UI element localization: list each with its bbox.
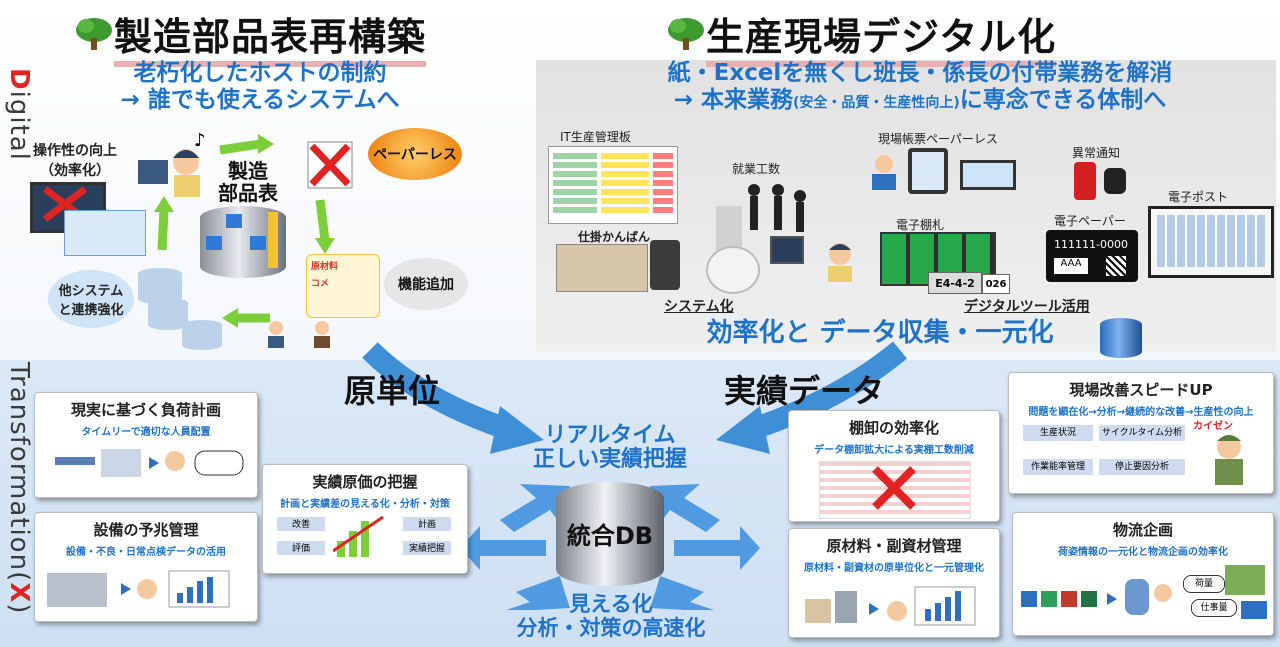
actual-data-label: 実績データ (724, 372, 885, 410)
small-db-icon (182, 320, 222, 350)
work-hours-label: 就業工数 (732, 162, 781, 176)
kanban-image (556, 244, 648, 292)
worker-headset-icon (828, 243, 852, 282)
data-db-icon (1100, 318, 1142, 358)
scanner-icon (650, 240, 680, 290)
new-screen-icon (64, 210, 146, 256)
big-flow-arrows (362, 341, 908, 454)
inventory-cross-icon (872, 466, 916, 510)
kaizen-worker-icon (1215, 435, 1243, 485)
bom-block (250, 236, 266, 250)
worker-tablet-icon (872, 155, 896, 190)
cost-card: 実績原価の把握 計画と実績差の見える化・分析・対策 改善 計画 評価 実績把握 (262, 464, 468, 574)
integrated-db-icon (556, 482, 664, 586)
e-post-monitor (1148, 206, 1274, 278)
smartwatch-icon (1104, 168, 1126, 194)
predictive-card: 設備の予兆管理 設備・不良・日常点検データの活用 (34, 512, 258, 622)
tablet-device-icon (908, 148, 948, 194)
small-db-icon (148, 298, 188, 330)
alert-phone-icon (1074, 162, 1096, 200)
bom-side-bar (268, 212, 278, 268)
digital-tool-label: デジタルツール活用 (964, 299, 1090, 315)
system-label: システム化 (664, 299, 734, 315)
cycle-arrows (154, 134, 335, 328)
shelf-number: 026 (982, 274, 1010, 294)
load-plan-card: 現実に基づく負荷計画 タイムリーで適切な人員配置 (34, 392, 258, 498)
e-paper-label: 電子ペーパー (1054, 214, 1126, 228)
efficiency-label: 効率化と データ収集・一元化 (706, 318, 1054, 348)
laptop-icon (960, 160, 1016, 190)
e-paper-device: 111111-0000 AAA (1046, 230, 1138, 282)
operator-icon (138, 149, 200, 197)
feature-add-label: 機能追加 (384, 258, 468, 310)
logistics-illustration (1021, 579, 1172, 615)
field-paperless-label: 現場帳票ペーパーレス (878, 132, 998, 146)
tree-icon (668, 17, 704, 50)
meter-icon (706, 246, 760, 294)
inventory-card: 棚卸の効率化 データ棚卸拡大による実棚工数削減 (788, 410, 1000, 522)
materials-card: 原材料・副資材管理 原材料・副資材の原単位化と一元管理化 (788, 528, 1000, 638)
db-radiating-arrows (460, 484, 760, 610)
tablet-icon (770, 236, 804, 264)
paperless-label: ペーパーレス (368, 128, 462, 180)
transformation-side-label: Transformation(X) (4, 362, 34, 615)
meeting-icon (268, 321, 330, 348)
it-board-screen (548, 146, 678, 224)
load-plan-illustration (55, 449, 244, 477)
digital-side-label: Digital (4, 68, 34, 161)
materials-illustration (805, 586, 976, 626)
unit-label: 原単位 (344, 372, 441, 410)
right-title: 生産現場デジタル化 (666, 6, 1057, 67)
integrated-db-label: 統合DB (566, 522, 654, 550)
bom-db-label: 製造 部品表 (218, 159, 278, 205)
music-note-icon: ♪ (194, 130, 206, 151)
right-subtitle: 紙・Excelを無くし班長・係長の付帯業務を解消 → 本来業務(安全・品質・生産… (667, 60, 1173, 113)
paper-cross-icon (307, 141, 353, 189)
kanban-label: 仕掛かんばん (578, 230, 651, 244)
e-post-label: 電子ポスト (1168, 190, 1229, 204)
bom-block (226, 214, 242, 228)
bom-list-card: 原材料 コメ (306, 254, 380, 318)
logistics-card: 物流企画 荷姿情報の一元化と物流企画の効率化 荷量 仕事量 (1012, 512, 1274, 636)
visualize-label: 見える化 分析・対策の高速化 (516, 592, 706, 640)
workers-icon (716, 184, 806, 252)
left-title: 製造部品表再構築 (74, 6, 427, 67)
shelf-tag: E4-4-2 (928, 272, 982, 294)
predictive-illustration (47, 570, 230, 608)
left-subtitle: 老朽化したホストの制約 → 誰でも使えるシステムへ (120, 60, 400, 113)
bom-block (206, 236, 222, 250)
kaizen-card: 現場改善スピードUP 問題を顕在化→分析→継続的な改善→生産性の向上 生産状況 … (1008, 372, 1274, 494)
realtime-label: リアルタイム 正しい実績把握 (532, 423, 687, 472)
usability-label: 操作性の向上 （効率化） (33, 143, 117, 179)
kaizen-badge: カイゼン (1193, 421, 1233, 432)
warehouse-icon (1225, 565, 1265, 595)
e-shelf-label: 電子棚札 (896, 218, 945, 232)
alert-label: 異常通知 (1072, 146, 1121, 160)
tree-icon (76, 17, 112, 50)
truck-icon (1241, 601, 1267, 619)
cost-chart-icon (333, 515, 384, 557)
other-system-label: 他システム と連携強化 (48, 270, 134, 328)
it-board-label: IT生産管理板 (560, 130, 631, 144)
